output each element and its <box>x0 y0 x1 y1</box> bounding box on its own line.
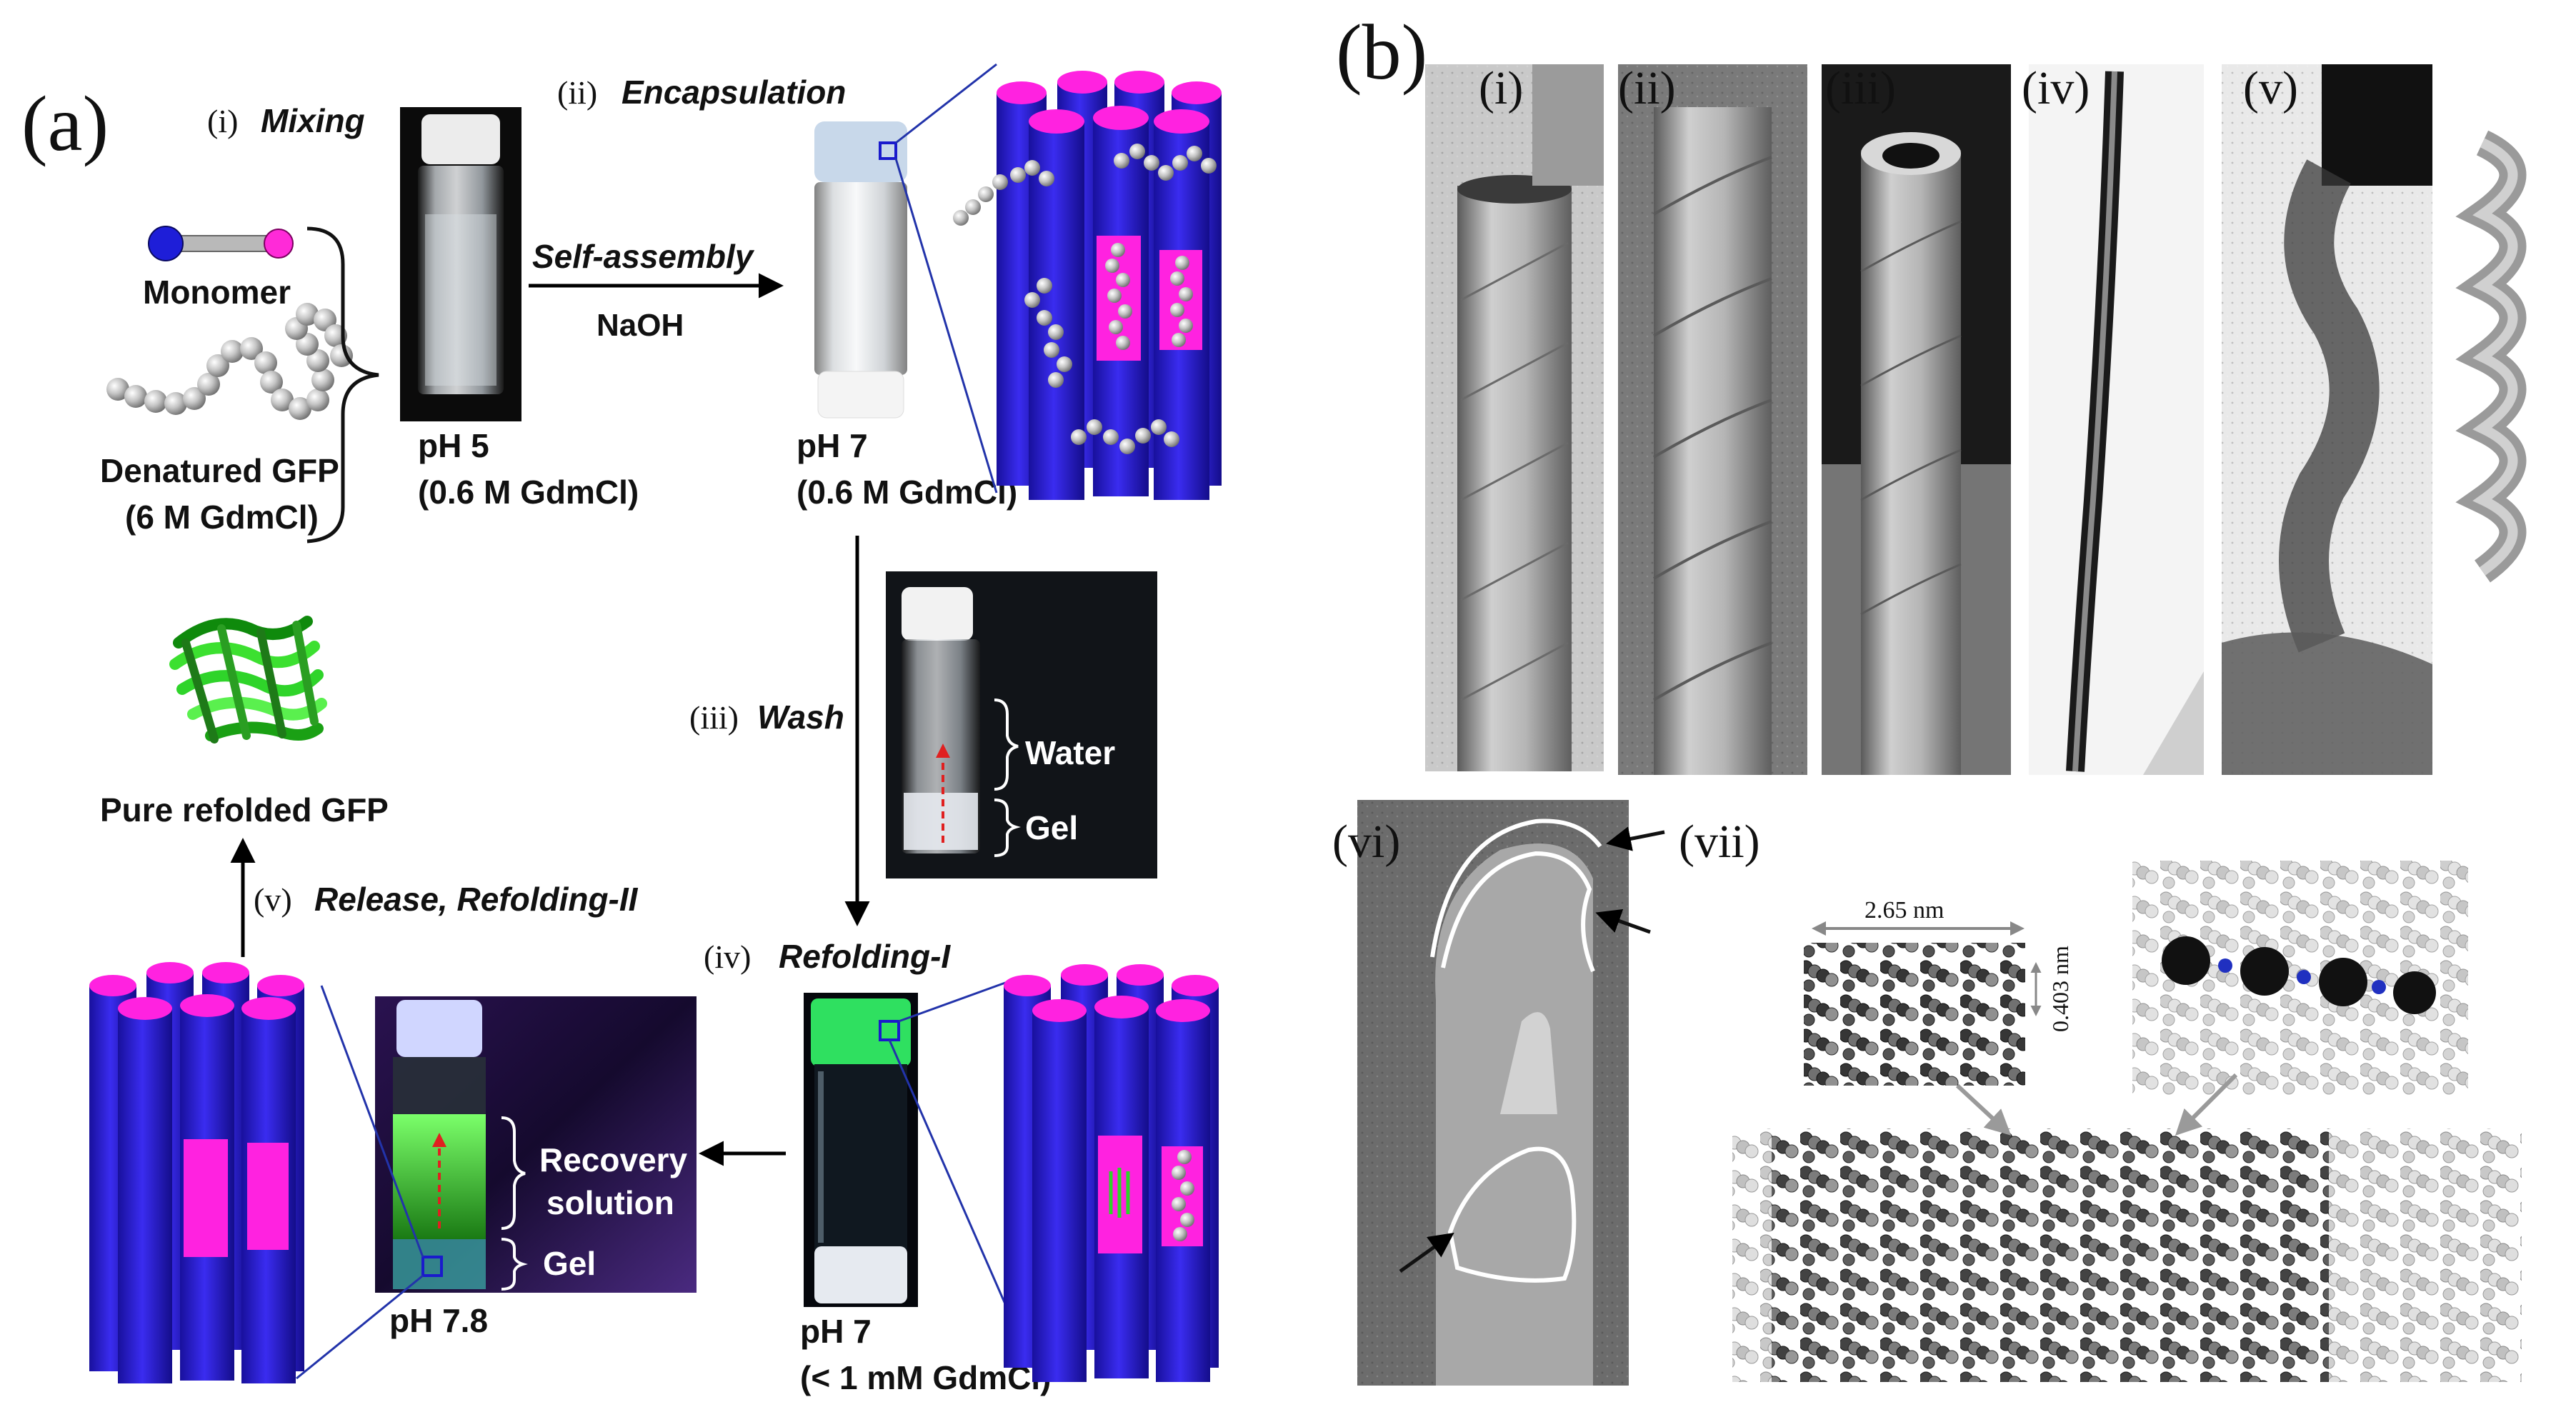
step-wash-name: Wash <box>757 699 844 736</box>
height-dimension-label: 0.403 nm <box>2047 946 2073 1032</box>
monomer-icon <box>148 226 294 261</box>
vial-ph7-ph: pH 7 <box>797 427 868 464</box>
sem-image-vi <box>1357 800 1665 1386</box>
denatured-gfp-condition: (6 M GdmCl) <box>125 499 319 536</box>
pure-gfp-label: Pure refolded GFP <box>100 791 389 828</box>
sub-label-v: (v) <box>2243 62 2298 114</box>
tem-image-v <box>2222 64 2432 775</box>
step-release-name: Release, Refolding-II <box>314 881 639 918</box>
nanotube-bundle-encapsulation <box>953 71 1222 500</box>
self-assembly-label: Self-assembly <box>532 238 755 275</box>
vial-ph7-gel-photo <box>807 118 914 421</box>
zoom-line-top <box>895 63 997 144</box>
recovery-label-1: Recovery <box>539 1141 688 1178</box>
step-release-roman: (v) <box>254 881 292 918</box>
nanotube-bundle-release <box>89 962 304 1383</box>
denatured-gfp-chain-icon <box>106 303 353 420</box>
zoom-line-rec-bottom <box>296 1274 424 1380</box>
zoom-box <box>879 141 897 160</box>
wash-gel-label: Gel <box>1025 809 1078 846</box>
panel-b: (b) (i) (ii) (iii) <box>1332 9 2527 1386</box>
zoom-line-bottom <box>894 158 998 494</box>
vial-ph7-condition: (0.6 M GdmCl) <box>797 474 1017 511</box>
step-wash-roman: (iii) <box>689 699 739 736</box>
panel-a: (a) (i) Mixing Monomer <box>21 63 1222 1396</box>
recovery-label-2: solution <box>546 1184 674 1221</box>
sub-label-i: (i) <box>1479 62 1523 114</box>
step-refolding1-name: Refolding-I <box>779 938 951 975</box>
step-mixing-name: Mixing <box>261 102 365 139</box>
width-dimension-label: 2.65 nm <box>1864 897 1944 923</box>
sem-image-i <box>1425 64 1604 771</box>
sub-label-iv: (iv) <box>2022 62 2090 114</box>
mixing-brace <box>306 226 379 544</box>
step-refolding1-roman: (iv) <box>704 938 751 975</box>
panel-b-label: (b) <box>1336 9 1427 96</box>
vial-recovery-ph: pH 7.8 <box>389 1302 488 1339</box>
step-encapsulation-roman: (ii) <box>557 74 597 111</box>
molecular-packing-model <box>1732 861 2522 1382</box>
helix-model-icon <box>2455 130 2527 583</box>
sub-label-ii: (ii) <box>1618 62 1676 114</box>
naoh-label: NaOH <box>596 308 684 343</box>
step-mixing-roman: (i) <box>207 103 238 139</box>
vial-ph5-photo <box>400 107 521 421</box>
sub-label-vi: (vi) <box>1332 816 1400 868</box>
refolded-gfp-barrel-icon <box>169 616 327 743</box>
sem-image-iii <box>1822 64 2011 775</box>
vial-recovery-photo <box>375 996 697 1293</box>
recovery-gel-label: Gel <box>543 1245 596 1282</box>
vial-refolding1-ph: pH 7 <box>800 1313 872 1350</box>
wash-water-label: Water <box>1025 734 1115 771</box>
zoom-line-rec-top <box>320 985 424 1258</box>
monomer-label: Monomer <box>143 274 291 311</box>
zoom-line-r1-top <box>898 981 1008 1023</box>
vial-refolding1-photo <box>804 993 918 1307</box>
sub-label-vii: (vii) <box>1679 816 1760 868</box>
vial-ph5-ph: pH 5 <box>418 427 489 464</box>
vial-wash-photo <box>886 571 1157 878</box>
vial-ph5-condition: (0.6 M GdmCl) <box>418 474 639 511</box>
panel-a-label: (a) <box>21 80 109 167</box>
sub-label-iii: (iii) <box>1825 62 1896 114</box>
step-encapsulation-name: Encapsulation <box>621 74 846 111</box>
tem-image-iv <box>2029 64 2204 775</box>
denatured-gfp-label: Denatured GFP <box>100 452 339 489</box>
sem-image-ii <box>1618 64 1807 775</box>
nanotube-bundle-refolding1 <box>1004 964 1219 1382</box>
